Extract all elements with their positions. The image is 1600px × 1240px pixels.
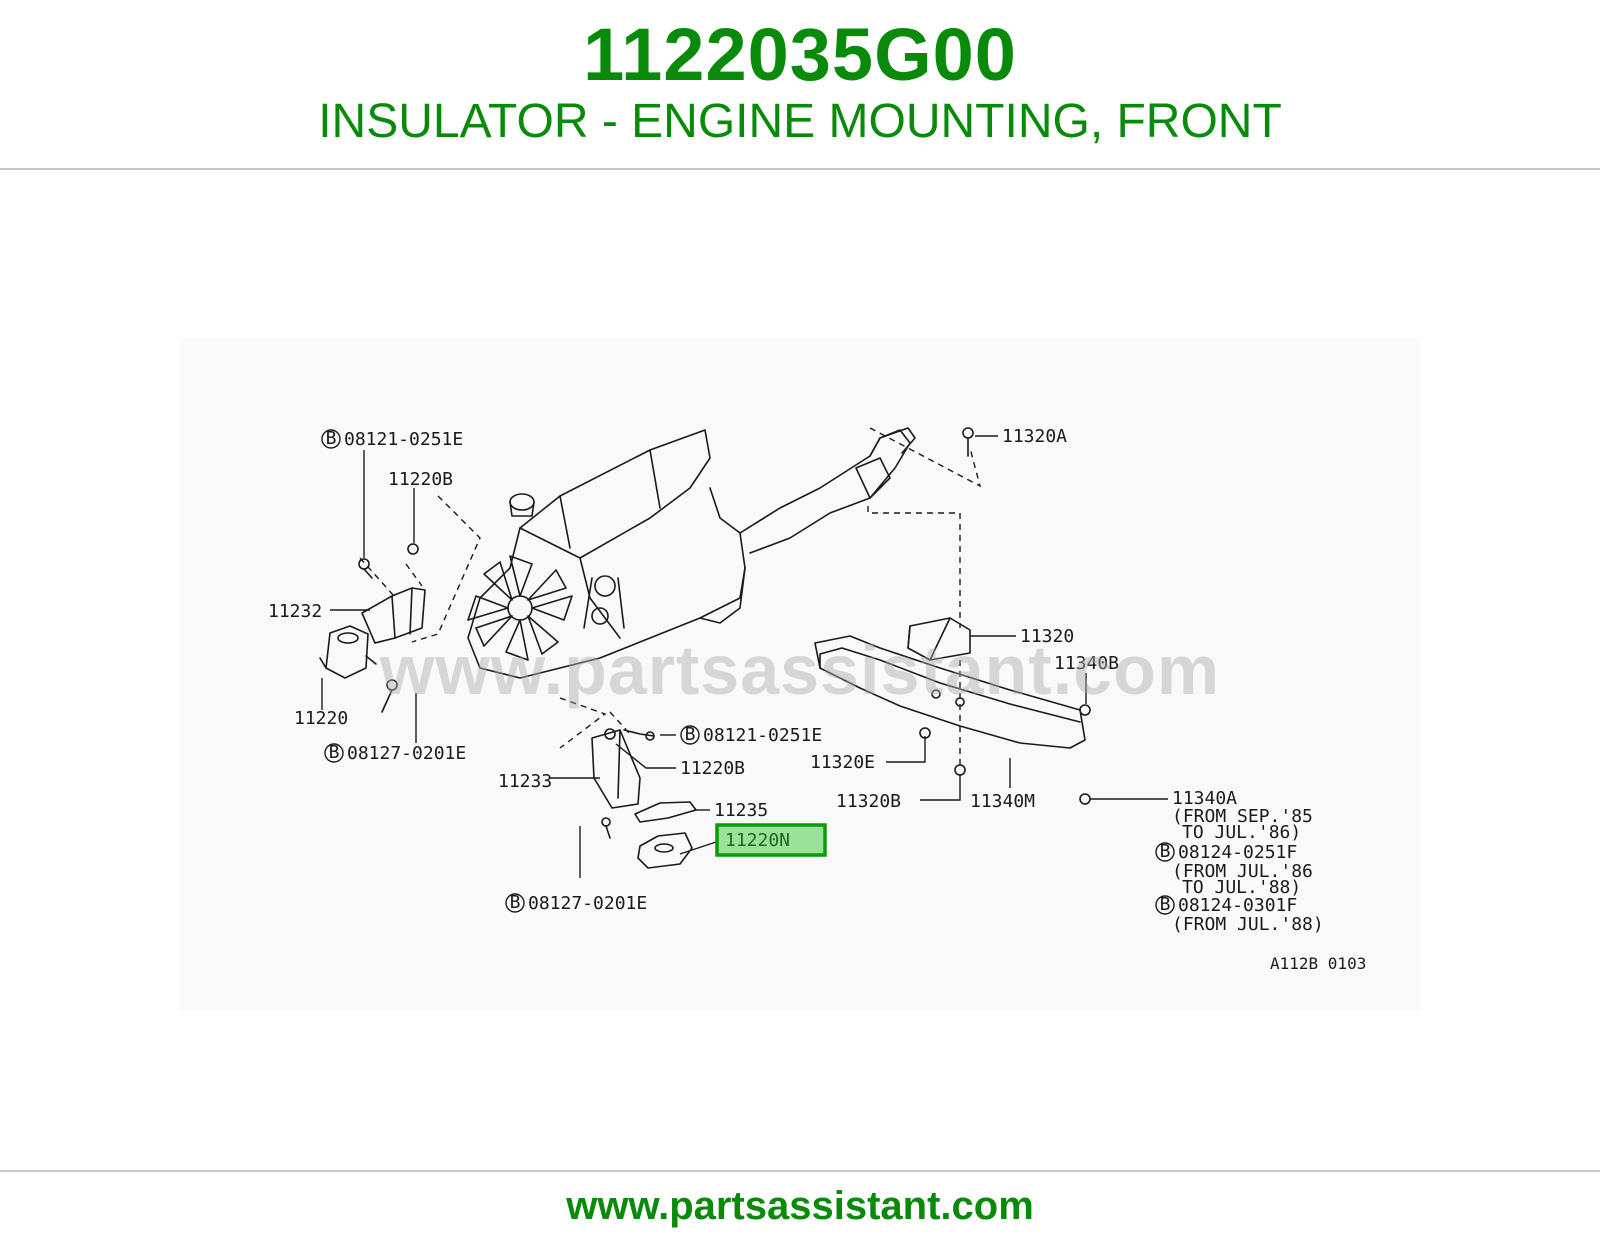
- callout-11320A[interactable]: 11320A: [1002, 426, 1067, 447]
- highlighted-part-box[interactable]: [715, 823, 827, 857]
- bolt-marker-6: B: [1160, 894, 1171, 915]
- callout-11320E[interactable]: 11320E: [810, 752, 875, 773]
- header-divider: [0, 168, 1600, 170]
- callout-08124-0251F[interactable]: 08124-0251F: [1178, 842, 1297, 863]
- note-08124-0251F-line1: (FROM JUL.'86: [1172, 861, 1313, 882]
- callout-11220N[interactable]: 11220N: [725, 830, 790, 851]
- bolt-marker-1: B: [326, 428, 337, 449]
- callout-08121-0251E-top[interactable]: 08121-0251E: [344, 429, 463, 450]
- front-mount-assembly: [591, 728, 697, 869]
- page-header: 1122035G00 INSULATOR - ENGINE MOUNTING, …: [0, 0, 1600, 170]
- bolt-marker-4: B: [510, 892, 521, 913]
- callout-08127-0201E-bottom[interactable]: 08127-0201E: [528, 893, 647, 914]
- part-description: INSULATOR - ENGINE MOUNTING, FRONT: [318, 95, 1282, 148]
- callout-11232[interactable]: 11232: [268, 601, 322, 622]
- bolt-marker-2: B: [329, 742, 340, 763]
- bolt-marker-5: B: [1160, 841, 1171, 862]
- callout-11320[interactable]: 11320: [1020, 626, 1074, 647]
- part-number-title: 1122035G00: [583, 13, 1017, 96]
- callout-08127-0201E-left[interactable]: 08127-0201E: [347, 743, 466, 764]
- callout-11220B-top[interactable]: 11220B: [388, 469, 453, 490]
- callout-08124-0301F[interactable]: 08124-0301F: [1178, 895, 1297, 916]
- callout-11220B-mid[interactable]: 11220B: [680, 758, 745, 779]
- note-11340A-line2: TO JUL.'86): [1182, 822, 1301, 843]
- figure-code: A112B 0103: [1270, 954, 1366, 973]
- callout-11320B[interactable]: 11320B: [836, 791, 901, 812]
- left-mount-assembly: [319, 543, 426, 713]
- note-08124-0251F-line2: TO JUL.'88): [1182, 877, 1301, 898]
- callout-11233[interactable]: 11233: [498, 771, 552, 792]
- diagram-drawing: B B B B B B 08121-0251E 11220B 11232 112…: [268, 426, 1366, 973]
- bolt-marker-3: B: [685, 724, 696, 745]
- watermark: www.partsassistant.com: [379, 631, 1221, 709]
- callout-11340B[interactable]: 11340B: [1054, 653, 1119, 674]
- footer-website-link[interactable]: www.partsassistant.com: [566, 1184, 1034, 1228]
- callout-11340A[interactable]: 11340A: [1172, 788, 1237, 809]
- callout-11235[interactable]: 11235: [714, 800, 768, 821]
- engine-illustration: [467, 427, 916, 679]
- note-11340A-line1: (FROM SEP.'85: [1172, 806, 1313, 827]
- callout-11340M[interactable]: 11340M: [970, 791, 1035, 812]
- parts-diagram: B B B B B B 08121-0251E 11220B 11232 112…: [180, 338, 1420, 1010]
- footer-divider: [0, 1170, 1600, 1172]
- callout-11220[interactable]: 11220: [294, 708, 348, 729]
- callout-08121-0251E-mid[interactable]: 08121-0251E: [703, 725, 822, 746]
- note-08124-0301F-line1: (FROM JUL.'88): [1172, 914, 1324, 935]
- rear-mount-assembly: [814, 427, 1091, 805]
